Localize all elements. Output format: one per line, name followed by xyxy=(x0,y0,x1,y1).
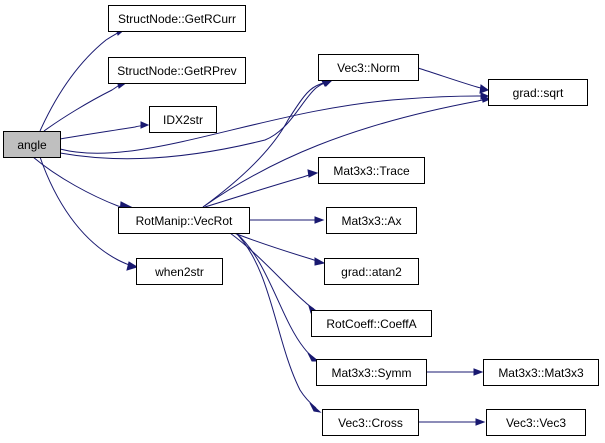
edge-vecrot-to-sqrt xyxy=(202,95,492,208)
edge-vecrot-to-atan2 xyxy=(233,232,326,266)
edge-line xyxy=(39,30,122,132)
node-label: StructNode::GetRPrev xyxy=(117,64,236,78)
node-getrprev[interactable]: StructNode::GetRPrev xyxy=(108,57,246,84)
arrowhead xyxy=(479,84,490,94)
node-label: angle xyxy=(17,138,47,152)
arrowhead xyxy=(309,402,322,413)
node-label: grad::atan2 xyxy=(341,265,402,279)
node-trace[interactable]: Mat3x3::Trace xyxy=(318,157,425,184)
node-angle[interactable]: angle xyxy=(3,131,61,158)
node-box xyxy=(108,57,246,84)
node-label: IDX2str xyxy=(163,113,203,127)
arrowhead xyxy=(475,418,486,426)
node-mat3x3[interactable]: Mat3x3::Mat3x3 xyxy=(483,359,599,386)
edge-angle-to-sqrt xyxy=(59,92,490,154)
edge-line xyxy=(235,232,317,409)
node-vec3[interactable]: Vec3::Vec3 xyxy=(486,409,586,436)
edge-line xyxy=(229,232,315,310)
edge-line xyxy=(39,156,134,267)
node-symm[interactable]: Mat3x3::Symm xyxy=(316,359,427,386)
node-box xyxy=(149,106,217,133)
arrowhead xyxy=(314,257,326,266)
edge-line xyxy=(235,232,315,359)
edge-line xyxy=(43,83,122,132)
arrowhead xyxy=(307,169,319,178)
edges-layer xyxy=(32,27,492,426)
edge-line xyxy=(59,124,146,140)
node-box xyxy=(488,79,588,106)
node-coeffa[interactable]: RotCoeff::CoeffA xyxy=(311,310,432,337)
node-label: RotCoeff::CoeffA xyxy=(326,317,416,331)
node-box xyxy=(136,258,223,285)
edge-vecrot-to-cross xyxy=(235,232,322,413)
node-atan2[interactable]: grad::atan2 xyxy=(324,258,419,285)
edge-line xyxy=(59,95,486,154)
node-box xyxy=(326,207,417,234)
edge-cross-to-vec3 xyxy=(417,418,486,426)
node-box xyxy=(316,359,427,386)
arrowhead xyxy=(473,368,484,376)
node-label: Vec3::Vec3 xyxy=(506,416,566,430)
edge-line xyxy=(32,156,128,209)
node-label: StructNode::GetRCurr xyxy=(118,12,236,26)
edge-angle-to-getrprev xyxy=(43,79,129,132)
edge-angle-to-when2str xyxy=(39,156,139,271)
arrowhead xyxy=(307,352,320,362)
arrowhead xyxy=(140,121,150,129)
node-label: grad::sqrt xyxy=(513,86,564,100)
arrowhead xyxy=(314,216,325,224)
node-vecrot[interactable]: RotManip::VecRot xyxy=(118,207,250,234)
node-ax[interactable]: Mat3x3::Ax xyxy=(326,207,417,234)
node-label: Mat3x3::Ax xyxy=(341,214,401,228)
node-box xyxy=(324,258,419,285)
node-label: Mat3x3::Trace xyxy=(333,164,410,178)
node-box xyxy=(108,5,246,32)
node-box xyxy=(118,207,250,234)
node-label: when2str xyxy=(154,265,204,279)
node-norm[interactable]: Vec3::Norm xyxy=(318,54,419,81)
edge-angle-to-vecrot xyxy=(32,156,133,213)
edge-line xyxy=(202,98,488,208)
node-label: Vec3::Cross xyxy=(338,416,403,430)
node-box xyxy=(483,359,599,386)
nodes-layer: angle StructNode::GetRCurrStructNode::Get… xyxy=(3,5,599,436)
node-box xyxy=(486,409,586,436)
edge-vecrot-to-coeffa xyxy=(229,232,320,314)
arrowhead xyxy=(481,95,492,103)
edge-norm-to-sqrt xyxy=(417,67,490,94)
node-when2str[interactable]: when2str xyxy=(136,258,223,285)
edge-line xyxy=(202,81,327,208)
edge-vecrot-to-ax xyxy=(249,216,325,224)
edge-symm-to-mat3x3 xyxy=(426,368,484,376)
node-box xyxy=(3,131,61,158)
node-cross[interactable]: Vec3::Cross xyxy=(322,409,419,436)
node-label: Vec3::Norm xyxy=(337,61,400,75)
edge-line xyxy=(59,81,328,160)
node-box xyxy=(318,157,425,184)
edge-line xyxy=(204,173,313,208)
node-box xyxy=(318,54,419,81)
node-label: Mat3x3::Symm xyxy=(331,366,411,380)
node-getrcurr[interactable]: StructNode::GetRCurr xyxy=(108,5,246,32)
edge-vecrot-to-trace xyxy=(204,169,319,208)
node-label: Mat3x3::Mat3x3 xyxy=(498,366,584,380)
arrowhead xyxy=(126,261,139,271)
node-label: RotManip::VecRot xyxy=(136,214,233,228)
edge-angle-to-idx2str xyxy=(59,121,150,140)
node-box xyxy=(322,409,419,436)
node-box xyxy=(311,310,432,337)
edge-line xyxy=(417,67,486,90)
edge-vecrot-to-symm xyxy=(235,232,320,362)
node-sqrt[interactable]: grad::sqrt xyxy=(488,79,588,106)
node-idx2str[interactable]: IDX2str xyxy=(149,106,217,133)
